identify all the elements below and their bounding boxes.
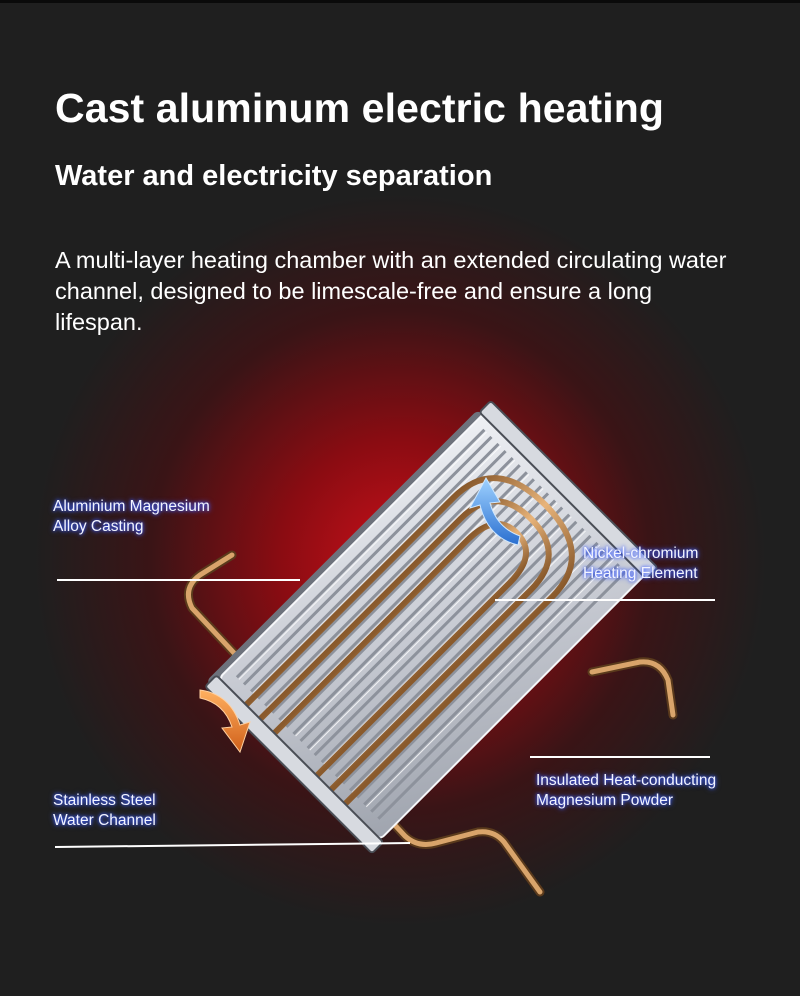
stainless-steel-pipe: [183, 550, 678, 897]
label-nickel-line-1: Nickel-chromium: [583, 545, 699, 562]
label-alloy-line-1: Aluminium Magnesium: [53, 498, 210, 515]
label-stainless-steel: Stainless Steel Water Channel: [53, 791, 156, 831]
label-powder-line-1: Insulated Heat-conducting: [536, 772, 717, 789]
flow-up-arrow-icon: [468, 476, 521, 546]
label-aluminium-alloy: Aluminium Magnesium Alloy Casting: [53, 497, 210, 537]
steel-leader-line: [54, 842, 411, 848]
label-steel-line-1: Stainless Steel: [53, 792, 156, 809]
flow-down-arrow-icon: [199, 689, 251, 754]
label-steel-line-2: Water Channel: [53, 812, 156, 829]
aluminium-casting-plate: [205, 401, 658, 854]
top-edge-strip: [0, 0, 800, 3]
label-nickel-line-2: Heating Element: [583, 565, 698, 582]
label-alloy-line-2: Alloy Casting: [53, 518, 144, 535]
page-subtitle: Water and electricity separation: [55, 160, 493, 192]
page-title: Cast aluminum electric heating: [55, 85, 665, 131]
label-magnesium-powder: Insulated Heat-conducting Magnesium Powd…: [536, 771, 716, 811]
label-powder-line-2: Magnesium Powder: [536, 792, 673, 809]
label-nickel-chromium: Nickel-chromium Heating Element: [583, 544, 698, 584]
description-text: A multi-layer heating chamber with an ex…: [55, 247, 727, 335]
